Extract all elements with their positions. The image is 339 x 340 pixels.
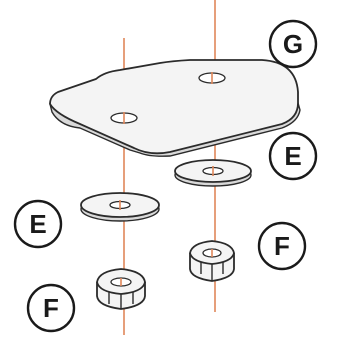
- callout-washer-right-label: E: [284, 141, 301, 171]
- callout-washer-right: E: [268, 131, 318, 181]
- nut-left: [96, 268, 146, 310]
- callout-washer-left: E: [13, 199, 63, 249]
- nut-right: [189, 240, 235, 282]
- callout-nut-left-label: F: [43, 293, 59, 323]
- callout-washer-left-label: E: [29, 209, 46, 239]
- callout-nut-right-label: F: [274, 231, 290, 261]
- callout-plate: G: [268, 19, 318, 69]
- callout-nut-left: F: [26, 283, 76, 333]
- axis-overlays: [119, 72, 214, 286]
- callout-nut-right: F: [257, 221, 307, 271]
- plate: [49, 59, 301, 157]
- callout-plate-label: G: [283, 29, 303, 59]
